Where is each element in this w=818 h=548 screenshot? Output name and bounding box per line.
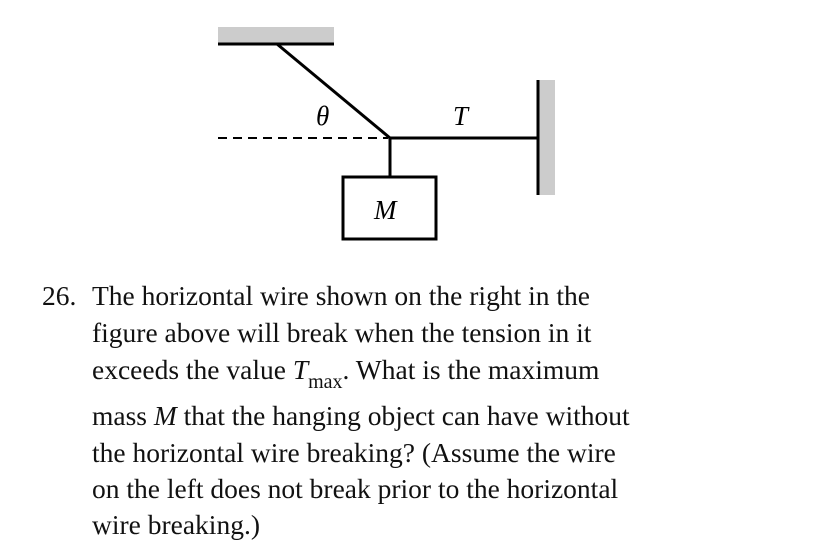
question-line-1: The horizontal wire shown on the right i…	[92, 280, 590, 311]
text: . What is the maximum	[342, 354, 600, 385]
text: that the hanging object can have without	[176, 400, 630, 431]
tmax-subscript: max	[308, 371, 343, 393]
question-line-4: mass M that the hanging object can have …	[92, 397, 630, 434]
question-line-7: wire breaking.)	[92, 509, 260, 540]
text: mass	[92, 400, 154, 431]
question-line-5: the horizontal wire breaking? (Assume th…	[92, 437, 616, 468]
tension-label: T	[453, 101, 470, 131]
question-number: 26.	[42, 280, 77, 311]
question-line-6: on the left does not break prior to the …	[92, 473, 619, 504]
tmax-var: T	[292, 354, 309, 385]
question-line-3: exceeds the value Tmax. What is the maxi…	[92, 351, 600, 393]
wall-support	[539, 80, 555, 195]
mass-label: M	[373, 195, 398, 225]
mass-block	[341, 175, 438, 241]
question-line-2: figure above will break when the tension…	[92, 317, 592, 348]
mass-var: M	[153, 400, 177, 431]
physics-diagram: θ T M	[218, 27, 555, 241]
angled-wire	[276, 42, 391, 140]
theta-label: θ	[316, 101, 329, 131]
text: exceeds the value	[92, 354, 293, 385]
ceiling-support	[218, 27, 334, 43]
